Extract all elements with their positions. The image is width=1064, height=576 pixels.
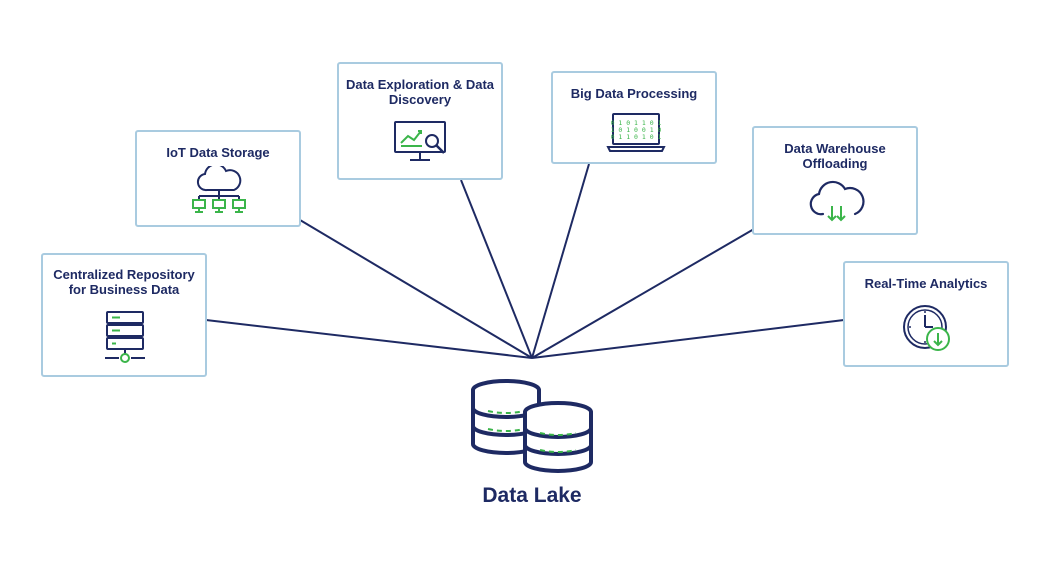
server-rack-icon [105, 311, 145, 363]
svg-text:0 1 1 0 1 0 1: 0 1 1 0 1 0 1 [611, 133, 662, 141]
cloud-download-icon [809, 180, 865, 222]
node-centralized-repository: Centralized Repository for Business Data [41, 253, 207, 377]
laptop-binary-icon: 0 1 0 1 1 0 1 1 0 1 0 0 1 0 0 1 1 0 1 0 … [606, 113, 666, 152]
node-label: Data Exploration & Data Discovery [345, 77, 495, 107]
clock-download-icon [903, 305, 950, 351]
svg-text:0 1 0 1 1 0 1: 0 1 0 1 1 0 1 [611, 119, 662, 127]
node-big-data-processing: Big Data Processing 0 1 0 1 1 0 1 1 0 1 … [551, 71, 717, 164]
node-label: Big Data Processing [570, 86, 698, 101]
node-iot-data-storage: IoT Data Storage [135, 130, 301, 227]
database-stack-icon [471, 379, 593, 473]
node-label: Data Warehouse Offloading [784, 141, 886, 171]
connector-data-warehouse-offloading [531, 228, 755, 359]
node-data-exploration: Data Exploration & Data Discovery [337, 62, 503, 180]
node-label: Centralized Repository for Business Data [53, 267, 195, 297]
hub-label: Data Lake [482, 484, 582, 507]
cloud-network-icon [192, 166, 246, 213]
node-label: Real-Time Analytics [864, 276, 988, 291]
connector-centralized-repository [205, 319, 533, 359]
connector-big-data-processing [531, 163, 590, 359]
connector-real-time-analytics [531, 319, 845, 359]
connector-iot-data-storage [299, 219, 533, 359]
monitor-chart-search-icon [394, 121, 446, 161]
node-label: IoT Data Storage [166, 145, 270, 160]
connector-data-exploration [460, 179, 533, 359]
node-real-time-analytics: Real-Time Analytics [843, 261, 1009, 367]
svg-text:1 0 1 0 0 1 0: 1 0 1 0 0 1 0 [611, 126, 662, 134]
node-data-warehouse-offloading: Data Warehouse Offloading [752, 126, 918, 235]
